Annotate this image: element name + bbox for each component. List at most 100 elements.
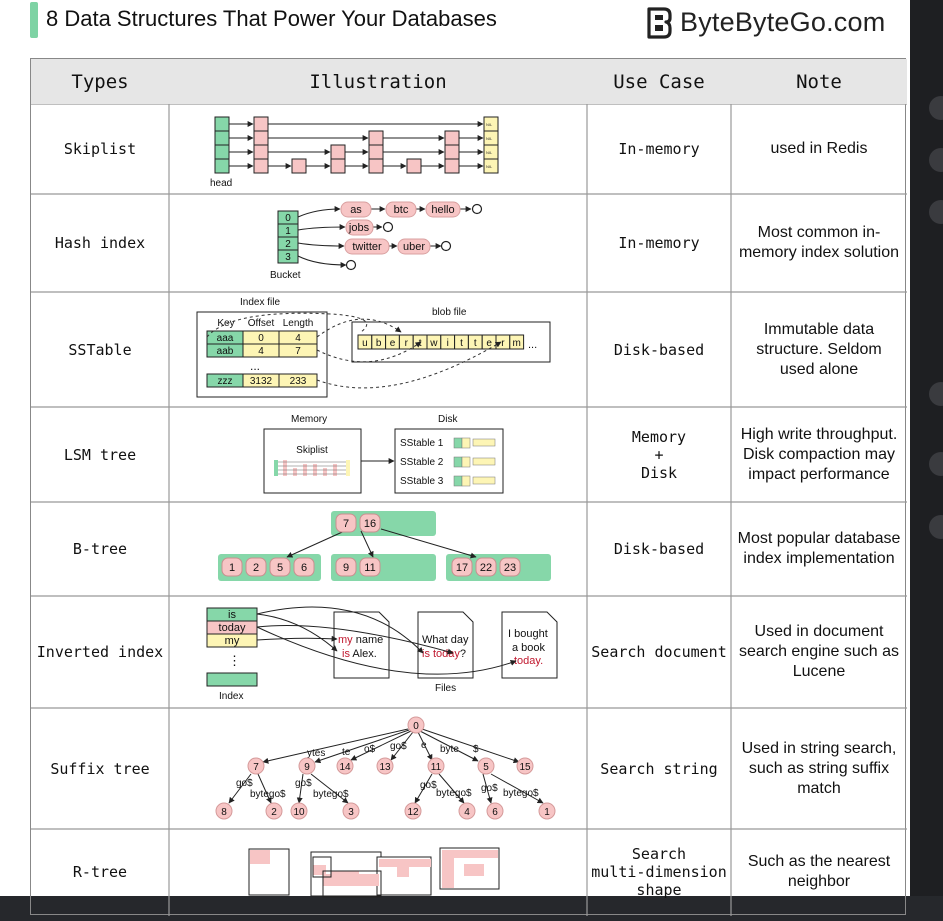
svg-text:5: 5 (277, 562, 283, 574)
svg-text:is: is (228, 609, 236, 621)
lsm-mini-skiplist-icon (274, 460, 350, 476)
type-suffix-tree: Suffix tree (50, 759, 150, 778)
blob-cell (509, 334, 525, 350)
svg-text:NIL: NIL (486, 122, 493, 127)
sstable-index-rows (206, 330, 318, 388)
svg-text:1: 1 (285, 226, 291, 237)
svg-text:3: 3 (285, 252, 291, 263)
hash-bucket-array (277, 210, 299, 264)
lsm-memory-title: Memory (291, 414, 327, 425)
type-skiplist: Skiplist (63, 140, 137, 158)
svg-text:233: 233 (290, 376, 307, 387)
lsm-skiplist-label: Skiplist (296, 445, 328, 456)
svg-text:today.: today. (514, 655, 543, 667)
brand-logo: ByteByteGo.com (644, 4, 885, 40)
bytebytego-logo-icon (647, 7, 672, 39)
sstable-blob-more: ... (528, 339, 537, 351)
blob-char: e (390, 338, 396, 349)
column-header-note: Note (731, 59, 907, 104)
use-case-b-tree: Disk-based (613, 540, 705, 558)
sstable-index-ellipsis: ... (250, 359, 260, 373)
blob-char: i (447, 338, 449, 349)
inverted-index-label: Index (219, 691, 243, 702)
note-lsm-tree: High write throughput. Disk compaction m… (740, 425, 898, 483)
btree-keys: 7 16 1 2 5 6 9 11 17 22 23 (221, 513, 521, 577)
svg-text:17: 17 (456, 562, 468, 574)
side-avatar-icon[interactable] (929, 515, 943, 539)
svg-text:bytego$: bytego$ (313, 789, 349, 800)
sstable-blob-title: blob file (432, 307, 467, 318)
svg-text:14: 14 (339, 762, 351, 773)
use-case-lsm-tree: Memory + Disk (631, 427, 687, 482)
svg-text:$: $ (473, 744, 479, 755)
svg-text:is today?: is today? (422, 648, 466, 660)
svg-text:4: 4 (464, 807, 470, 818)
svg-text:10: 10 (293, 807, 305, 818)
svg-text:0: 0 (258, 333, 264, 344)
blob-char: t (419, 338, 422, 349)
skiplist-node-6 (444, 130, 460, 174)
data-structures-table: Types Illustration Use Case Note Skiplis… (30, 58, 907, 916)
svg-text:ytes: ytes (307, 748, 325, 759)
hash-links (297, 206, 472, 268)
r-tree-inner-boxes (312, 856, 382, 898)
svg-text:15: 15 (519, 762, 531, 773)
svg-text:Key: Key (217, 318, 234, 329)
column-header-types: Types (31, 59, 169, 104)
svg-text:13: 13 (379, 762, 391, 773)
inverted-more: ⋮ (228, 653, 241, 668)
blob-char: t (474, 338, 477, 349)
inverted-postings (256, 606, 517, 675)
svg-text:go$: go$ (295, 778, 312, 789)
type-lsm-tree: LSM tree (63, 445, 137, 464)
inverted-terms: is today my (219, 609, 246, 647)
inverted-files-label: Files (435, 683, 456, 694)
svg-text:9: 9 (304, 762, 310, 773)
svg-text:go$: go$ (420, 780, 437, 791)
svg-text:today: today (219, 622, 246, 634)
side-avatar-icon[interactable] (929, 382, 943, 406)
note-b-tree: Most popular database index implementati… (737, 530, 901, 567)
skiplist-node-4 (368, 130, 384, 174)
use-case-r-tree: Search multi-dimension shape (591, 845, 727, 899)
svg-text:11: 11 (364, 562, 375, 574)
type-sstable: SSTable (68, 340, 132, 359)
svg-text:4: 4 (258, 346, 264, 357)
lsm-memory-box (263, 428, 362, 494)
title-accent-bar (30, 2, 38, 38)
bottom-bar (0, 896, 943, 921)
svg-text:2: 2 (253, 562, 259, 574)
type-inverted-index: Inverted index (36, 643, 164, 661)
use-case-suffix-tree: Search string (600, 759, 718, 778)
side-avatar-icon[interactable] (929, 452, 943, 476)
svg-text:go$: go$ (236, 778, 253, 789)
skiplist-links (229, 121, 484, 169)
svg-text:SStable 3: SStable 3 (400, 476, 444, 487)
blob-char: w (429, 338, 438, 349)
note-r-tree: Such as the nearest neighbor (747, 853, 891, 890)
svg-text:aaa: aaa (217, 333, 234, 344)
note-inverted-index: Used in document search engine such as L… (738, 623, 900, 680)
svg-text:7: 7 (343, 518, 349, 530)
svg-text:NIL: NIL (486, 164, 493, 169)
note-suffix-tree: Used in string search, such as string su… (741, 739, 897, 797)
svg-text:NIL: NIL (486, 150, 493, 155)
svg-text:1: 1 (544, 807, 550, 818)
svg-text:zzz: zzz (218, 376, 233, 387)
side-avatar-icon[interactable] (929, 96, 943, 120)
hash-node: uber (403, 241, 425, 253)
note-hash-index: Most common in-memory index solution (738, 224, 900, 261)
blob-char: e (486, 338, 492, 349)
svg-text:3: 3 (348, 807, 354, 818)
svg-text:aab: aab (217, 346, 234, 357)
side-avatar-icon[interactable] (929, 200, 943, 224)
svg-text:2: 2 (271, 807, 277, 818)
svg-text:4: 4 (295, 333, 301, 344)
suffix-edges (228, 728, 544, 804)
side-avatar-icon[interactable] (929, 148, 943, 172)
note-skiplist: used in Redis (770, 140, 868, 157)
svg-text:go$: go$ (390, 741, 407, 752)
